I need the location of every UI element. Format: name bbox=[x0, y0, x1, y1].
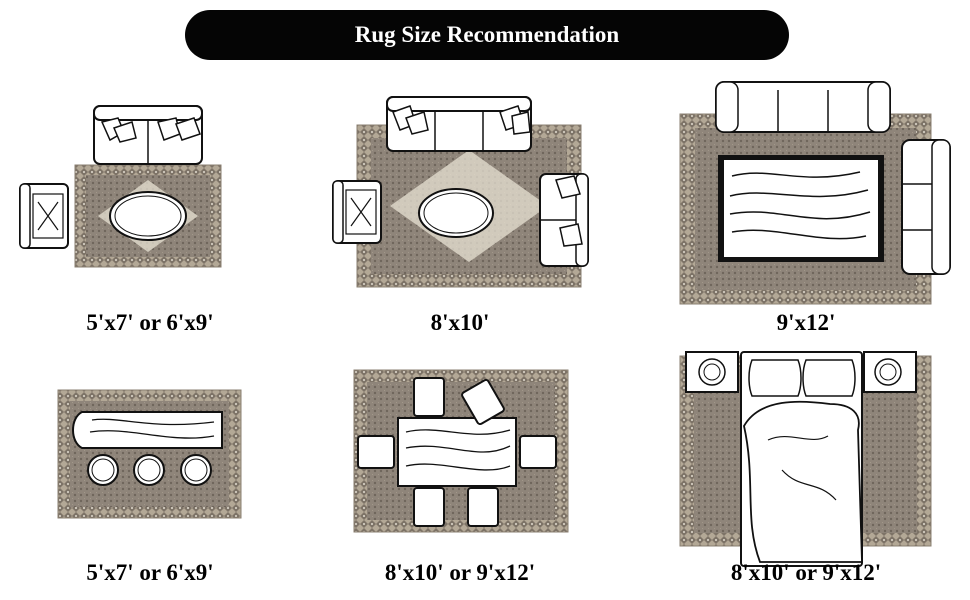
stool bbox=[181, 455, 211, 485]
armchair bbox=[20, 184, 68, 248]
armchair bbox=[333, 181, 381, 243]
pillow-icon bbox=[749, 360, 801, 396]
scene-dining-room bbox=[354, 370, 568, 532]
dining-chair bbox=[468, 488, 498, 526]
nightstand bbox=[864, 352, 916, 392]
bed bbox=[741, 352, 862, 566]
caption-living-room-small: 5'x7' or 6'x9' bbox=[0, 310, 300, 336]
coffee-table-oval bbox=[419, 189, 493, 237]
caption-living-room-large: 9'x12' bbox=[656, 310, 956, 336]
dining-chair bbox=[414, 488, 444, 526]
dining-chair bbox=[358, 436, 394, 468]
pillow-icon bbox=[560, 224, 582, 246]
coffee-table-oval bbox=[110, 192, 186, 240]
scene-living-room-large bbox=[680, 82, 950, 304]
bench-table bbox=[73, 412, 222, 448]
duvet bbox=[744, 402, 862, 562]
pillow-icon bbox=[803, 360, 855, 396]
coffee-table-rectangular bbox=[718, 155, 884, 262]
caption-living-room-medium: 8'x10' bbox=[310, 310, 610, 336]
sofa bbox=[716, 82, 890, 132]
dining-table bbox=[398, 418, 516, 486]
caption-dining-counter: 5'x7' or 6'x9' bbox=[0, 560, 300, 586]
caption-dining-room: 8'x10' or 9'x12' bbox=[310, 560, 610, 586]
lamp-icon bbox=[875, 359, 901, 385]
sofa bbox=[94, 106, 202, 164]
dining-chair bbox=[520, 436, 556, 468]
rug bbox=[58, 390, 241, 518]
loveseat bbox=[540, 174, 588, 266]
scene-living-room-medium bbox=[333, 97, 588, 287]
scene-dining-counter bbox=[58, 390, 241, 518]
pillow-icon bbox=[512, 112, 530, 134]
scene-living-room-small bbox=[20, 106, 221, 267]
dining-chair bbox=[414, 378, 444, 416]
stool bbox=[134, 455, 164, 485]
sofa bbox=[387, 97, 531, 151]
scene-bedroom bbox=[680, 352, 931, 566]
side-sofa bbox=[902, 140, 950, 274]
nightstand bbox=[686, 352, 738, 392]
stool bbox=[88, 455, 118, 485]
lamp-icon bbox=[699, 359, 725, 385]
caption-bedroom: 8'x10' or 9'x12' bbox=[656, 560, 956, 586]
